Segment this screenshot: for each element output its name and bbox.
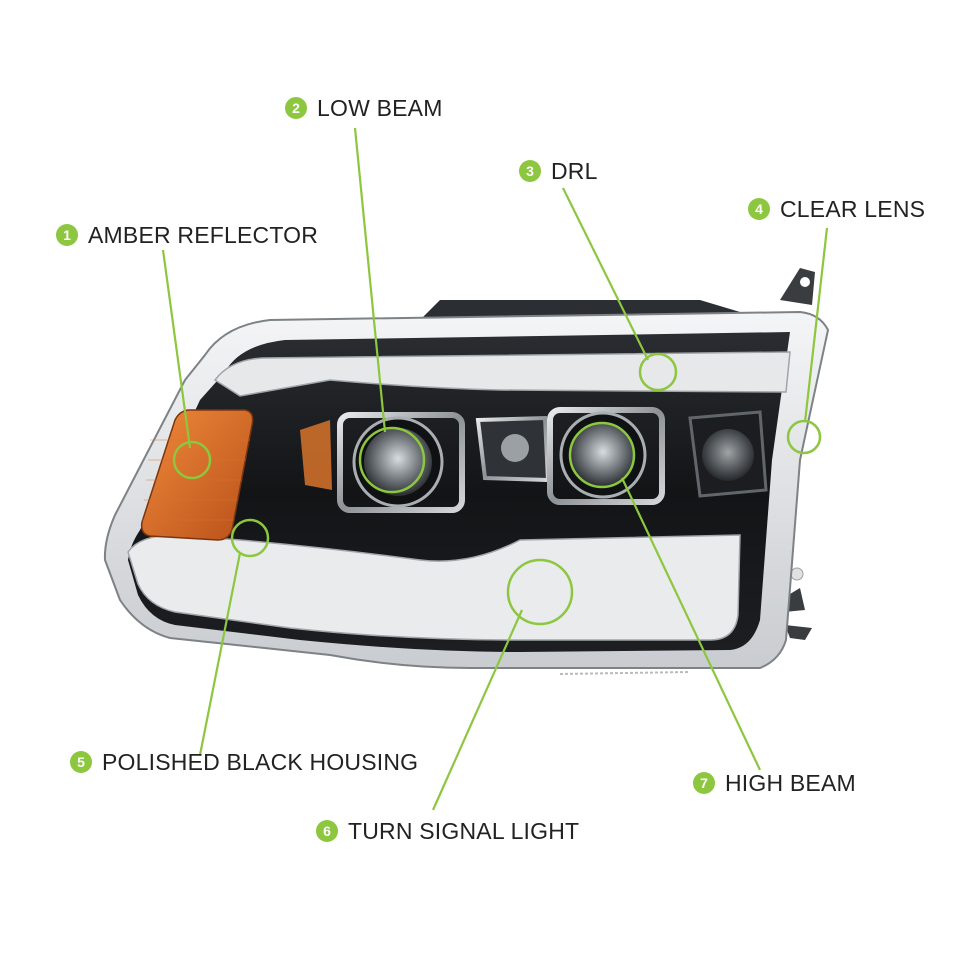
callout-number: 1 bbox=[56, 224, 78, 246]
callout-high-beam: 7 HIGH BEAM bbox=[693, 769, 856, 797]
outer-projector bbox=[688, 410, 768, 498]
turn-signal-strip bbox=[127, 534, 741, 641]
callout-label: CLEAR LENS bbox=[780, 195, 926, 222]
callout-markers bbox=[172, 352, 822, 626]
callout-label: TURN SIGNAL LIGHT bbox=[348, 817, 580, 844]
callout-label: AMBER REFLECTOR bbox=[88, 221, 319, 248]
callout-drl: 3 DRL bbox=[519, 157, 598, 185]
callout-number: 4 bbox=[748, 198, 770, 220]
callout-number: 6 bbox=[316, 820, 338, 842]
callout-polished-black-housing: 5 POLISHED BLACK HOUSING bbox=[70, 748, 418, 776]
callout-turn-signal-light: 6 TURN SIGNAL LIGHT bbox=[316, 817, 579, 845]
callout-clear-lens: 4 CLEAR LENS bbox=[748, 195, 925, 223]
callout-label: DRL bbox=[551, 157, 598, 184]
callout-number: 5 bbox=[70, 751, 92, 773]
callout-label: HIGH BEAM bbox=[725, 769, 856, 796]
callout-number: 2 bbox=[285, 97, 307, 119]
callout-amber-reflector: 1 AMBER REFLECTOR bbox=[56, 221, 318, 249]
chrome-reflector bbox=[475, 415, 551, 483]
callout-label: POLISHED BLACK HOUSING bbox=[102, 748, 419, 775]
callout-number: 3 bbox=[519, 160, 541, 182]
callout-number: 7 bbox=[693, 772, 715, 794]
callout-leaders bbox=[161, 127, 829, 811]
low-beam-projector bbox=[337, 412, 465, 513]
amber-reflector bbox=[140, 409, 254, 541]
callout-label: LOW BEAM bbox=[317, 94, 443, 121]
high-beam-projector bbox=[547, 407, 665, 505]
callout-low-beam: 2 LOW BEAM bbox=[285, 94, 443, 122]
